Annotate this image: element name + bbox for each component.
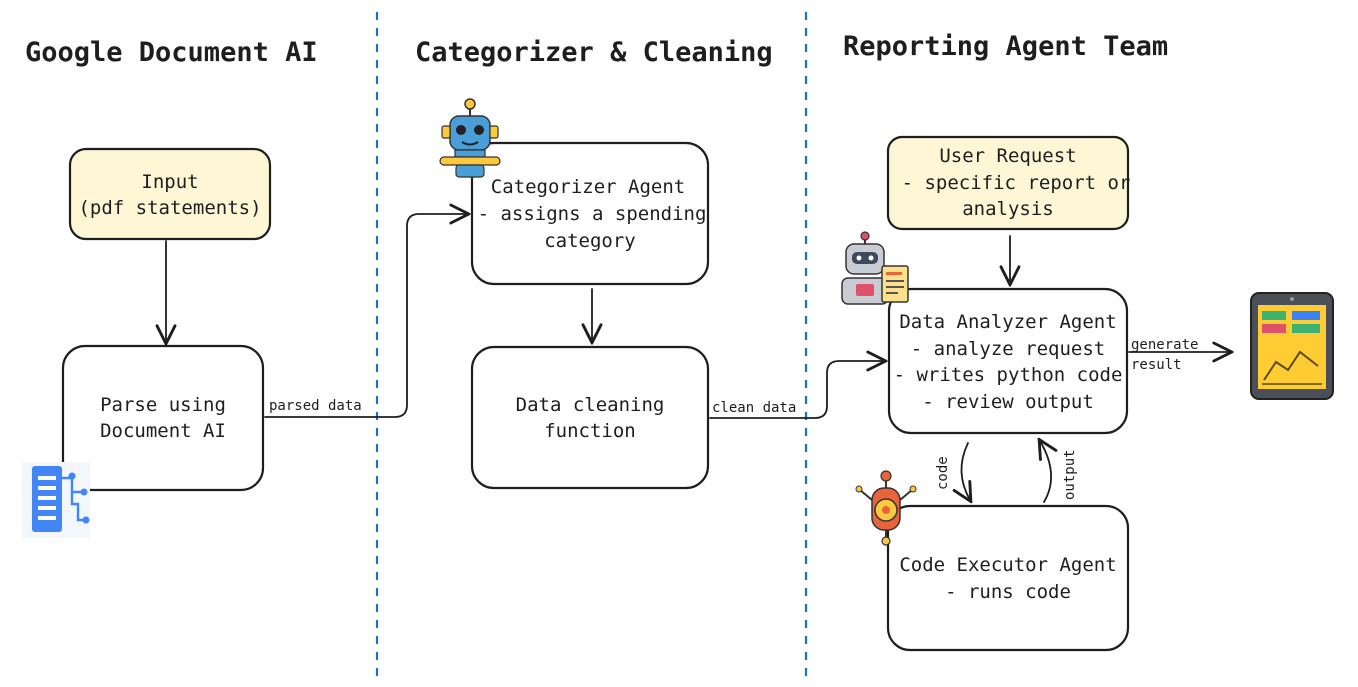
node-categorizer: Categorizer Agent - assigns a spending c…: [470, 141, 710, 286]
node-cleaning-line-2: function: [544, 420, 636, 442]
node-input-line-1: Input: [141, 171, 198, 193]
robot-report-icon: [841, 231, 909, 305]
document-ai-icon: [22, 462, 90, 538]
node-categorizer-line-2: - assigns a spending: [478, 203, 707, 225]
node-executor-line-2: - runs code: [945, 581, 1071, 603]
edge-label-generate: generate: [1131, 337, 1198, 353]
report-dashboard-icon: [1250, 292, 1334, 400]
edge-code: [961, 442, 970, 500]
section-title-categorizer-cleaning: Categorizer & Cleaning: [415, 37, 773, 68]
node-user-request-box: [886, 135, 1130, 231]
robot-gears-icon: [855, 470, 917, 546]
node-categorizer-line-1: Categorizer Agent: [491, 176, 685, 198]
node-analyzer: Data Analyzer Agent - analyze request - …: [887, 287, 1129, 435]
robot-icon: [439, 98, 501, 178]
node-user-request-line-1: User Request: [939, 145, 1076, 167]
edge-label-parsed-data: parsed data: [269, 398, 362, 414]
node-executor-line-1: Code Executor Agent: [899, 554, 1116, 576]
edge-cleaning-to-analyzer: [709, 361, 884, 419]
node-analyzer-line-4: - review output: [922, 391, 1094, 413]
edge-label-result: result: [1131, 357, 1182, 373]
node-categorizer-line-3: category: [544, 230, 636, 252]
node-parse-line-2: Document AI: [100, 420, 226, 442]
node-executor: Code Executor Agent - runs code: [886, 504, 1130, 652]
node-user-request-line-3: analysis: [962, 198, 1054, 220]
section-title-reporting-agent-team: Reporting Agent Team: [843, 31, 1168, 62]
node-input-line-2: (pdf statements): [78, 197, 261, 219]
node-analyzer-line-1: Data Analyzer Agent: [899, 311, 1116, 333]
edge-label-code: code: [935, 456, 951, 490]
node-parse-box: [61, 344, 265, 492]
edge-label-output: output: [1062, 449, 1078, 500]
node-user-request: User Request - specific report or analys…: [886, 135, 1131, 231]
node-input-box: [68, 147, 272, 241]
node-user-request-line-2: - specific report or: [902, 172, 1131, 194]
node-cleaning-line-1: Data cleaning: [516, 394, 665, 416]
node-cleaning-box: [470, 345, 710, 490]
section-title-google-document-ai: Google Document AI: [25, 37, 318, 68]
node-analyzer-line-2: - analyze request: [911, 338, 1105, 360]
node-cleaning: Data cleaning function: [470, 345, 710, 490]
node-analyzer-box: [887, 287, 1129, 435]
node-parse: Parse using Document AI: [61, 344, 265, 492]
node-analyzer-line-3: - writes python code: [894, 364, 1123, 386]
node-parse-line-1: Parse using: [100, 394, 226, 416]
edge-parse-to-categorizer: [264, 214, 467, 418]
node-input: Input (pdf statements): [68, 147, 272, 241]
node-executor-box: [886, 504, 1130, 652]
node-categorizer-box: [470, 141, 710, 286]
edge-output: [1040, 441, 1051, 503]
edge-label-clean-data: clean data: [712, 400, 796, 416]
